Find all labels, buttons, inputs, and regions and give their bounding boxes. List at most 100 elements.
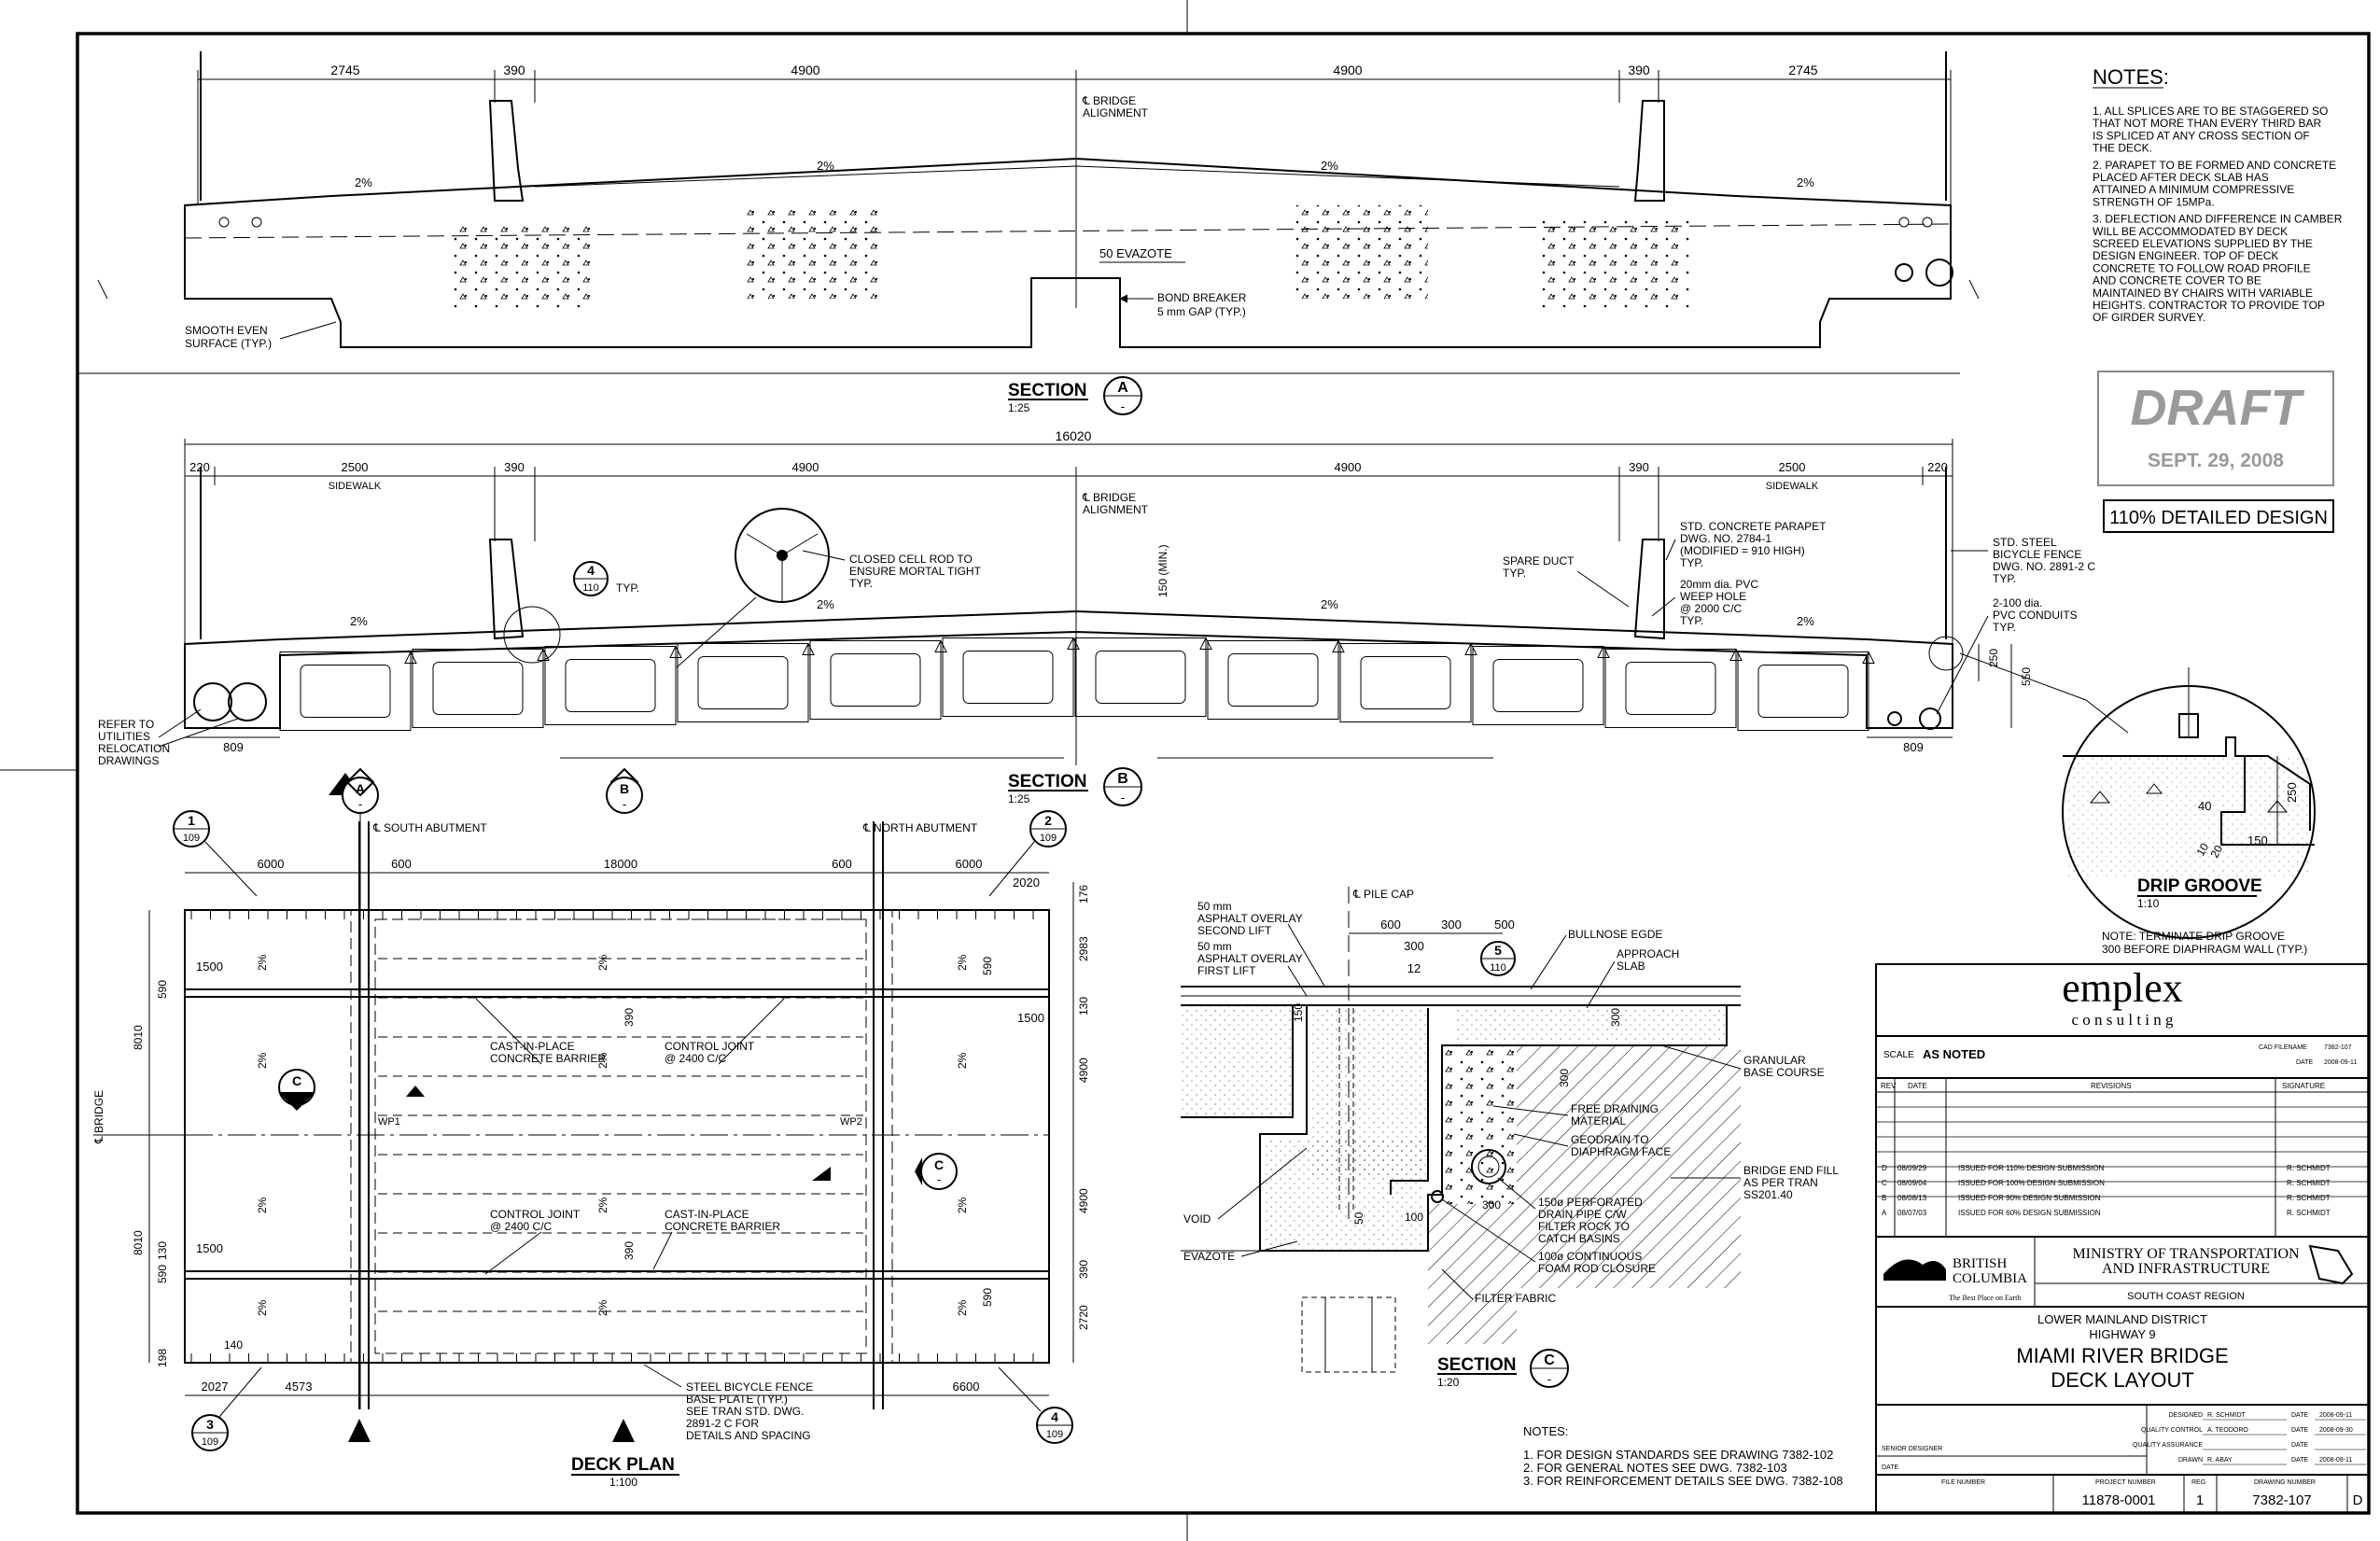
label: SPARE DUCT xyxy=(1503,554,1575,567)
note-line: THE DECK. xyxy=(2093,142,2152,155)
sign-label: DRAWN xyxy=(2178,1457,2203,1464)
label: TYP. xyxy=(1503,567,1526,580)
label: BRIDGE END FILL xyxy=(1743,1164,1839,1177)
dim-overall: 16020 xyxy=(1056,428,1092,443)
dim: 4900 xyxy=(1077,1058,1090,1083)
dwg-label: DRAWING NUMBER xyxy=(2254,1479,2316,1486)
label: FREE DRAINING xyxy=(1571,1102,1659,1115)
slope: 2% xyxy=(350,614,368,628)
bc-text: COLUMBIA xyxy=(1953,1271,2027,1286)
draft-text: DRAFT xyxy=(2131,380,2305,436)
reg-number: 1 xyxy=(2196,1492,2204,1508)
sign-label: QUALITY CONTROL xyxy=(2141,1427,2203,1434)
girder-void xyxy=(1095,651,1186,704)
project-title: MIAMI RIVER BRIDGE xyxy=(2016,1344,2228,1367)
box-girder xyxy=(1737,651,1869,731)
dim: 6600 xyxy=(953,1380,980,1394)
label: FIRST LIFT xyxy=(1197,964,1256,977)
slope: 2% xyxy=(596,1197,609,1213)
label: WP1 xyxy=(378,1116,400,1128)
cut-letter: B xyxy=(620,781,629,796)
reg-label: REG xyxy=(2191,1479,2205,1486)
draft-stamp: DRAFT SEPT. 29, 2008 110% DETAILED DESIG… xyxy=(2097,371,2334,533)
title-block: emplex c o n s u l t i n g SCALE AS NOTE… xyxy=(1875,963,2370,1514)
notes-heading: NOTES: xyxy=(2093,65,2169,89)
dim: 198 xyxy=(156,1349,169,1367)
callout-sheet: 109 xyxy=(1046,1429,1063,1440)
rev-text: ISSUED FOR 110% DESIGN SUBMISSION xyxy=(1958,1164,2105,1172)
rev-sig: R. SCHMIDT xyxy=(2287,1179,2331,1187)
rev-head: REV xyxy=(1881,1082,1897,1090)
dim: 500 xyxy=(1494,918,1515,932)
sign-name: R. ABAY xyxy=(2207,1457,2233,1464)
scale-value: AS NOTED xyxy=(1923,1047,1985,1061)
girder-void xyxy=(830,653,921,707)
dim: 130 xyxy=(1077,997,1090,1016)
sign-date: 2008-09-11 xyxy=(2319,1457,2352,1464)
dim: 8010 xyxy=(132,1025,145,1050)
girder-void xyxy=(565,659,656,712)
slope: 2% xyxy=(956,954,969,971)
label: ℄ NORTH ABUTMENT xyxy=(862,821,978,834)
sign-date: 2008-09-11 xyxy=(2319,1412,2352,1419)
slope: 2% xyxy=(355,175,372,189)
callout-leader xyxy=(204,841,258,897)
girder-void xyxy=(1360,656,1451,709)
dim: 300 xyxy=(1609,1008,1622,1027)
label: ℄ BRIDGE xyxy=(1082,94,1136,107)
sign-date-label: DATE xyxy=(2291,1457,2308,1464)
label: @ 2400 C/C xyxy=(665,1052,727,1065)
girder-void xyxy=(432,662,524,715)
label: CONCRETE BARRIER xyxy=(665,1220,780,1233)
slope: 2% xyxy=(1321,159,1338,173)
label: RELOCATION xyxy=(98,742,170,755)
rev-sig: R. SCHMIDT xyxy=(2287,1209,2331,1217)
slope: 2% xyxy=(1797,614,1814,628)
girder-void xyxy=(300,665,391,718)
cut-letter: C xyxy=(934,1157,944,1172)
dim: 390 xyxy=(503,63,525,77)
bc-text: BRITISH xyxy=(1953,1256,2008,1271)
note-line: ATTAINED A MINIMUM COMPRESSIVE xyxy=(2093,183,2294,196)
revision-letter: D xyxy=(2353,1492,2363,1508)
label: ASPHALT OVERLAY xyxy=(1197,952,1303,965)
label: ALIGNMENT xyxy=(1083,106,1149,119)
callout-sheet: 109 xyxy=(183,833,200,844)
rev-text: ISSUED FOR 90% DESIGN SUBMISSION xyxy=(1958,1194,2101,1202)
rev-letter: C xyxy=(1882,1179,1887,1187)
dim: 590 xyxy=(981,957,994,975)
cad-label: CAD FILENAME xyxy=(2259,1044,2307,1051)
ministry: MINISTRY OF TRANSPORTATION xyxy=(2072,1246,2300,1262)
dim: 150 xyxy=(2247,834,2268,848)
label: BASE PLATE (TYP.) xyxy=(686,1393,788,1406)
company-sub: c o n s u l t i n g xyxy=(2071,1011,2174,1029)
cut-letter: A xyxy=(356,781,365,796)
label: 2891-2 C FOR xyxy=(686,1417,759,1430)
highway: HIGHWAY 9 xyxy=(2089,1327,2155,1341)
dim: 250 xyxy=(2285,782,2299,803)
dim: 590 xyxy=(156,1265,169,1283)
note-line: 2. PARAPET TO BE FORMED AND CONCRETE xyxy=(2093,159,2336,172)
note-line: AND CONCRETE COVER TO BE xyxy=(2093,274,2261,287)
rev-head: DATE xyxy=(1908,1082,1927,1090)
dim: 2500 xyxy=(1779,460,1806,474)
note-line: 2. FOR GENERAL NOTES SEE DWG. 7382-103 xyxy=(1523,1461,1787,1475)
date-label: DATE xyxy=(2296,1059,2313,1066)
rev-text: ISSUED FOR 60% DESIGN SUBMISSION xyxy=(1958,1209,2101,1217)
box-girder xyxy=(1339,643,1472,722)
label: SEE TRAN STD. DWG. xyxy=(686,1405,804,1418)
dim: 300 xyxy=(1404,939,1424,953)
company-logo: emplex xyxy=(2062,965,2183,1011)
box-girder xyxy=(544,646,677,725)
label: BOND BREAKER xyxy=(1157,291,1247,304)
label: TYP. xyxy=(616,581,639,595)
project-number: 11878-0001 xyxy=(2082,1492,2156,1508)
label: SURFACE (TYP.) xyxy=(185,337,272,350)
label: STD. STEEL xyxy=(1993,536,2057,549)
slope: 2% xyxy=(956,1299,969,1316)
deck-plan-title: DECK PLAN xyxy=(571,1455,675,1475)
label: 150ø PERFORATED xyxy=(1538,1196,1643,1209)
label: TYP. xyxy=(1993,572,2016,585)
box-girder xyxy=(1207,640,1339,720)
dim: 2745 xyxy=(1788,63,1817,77)
